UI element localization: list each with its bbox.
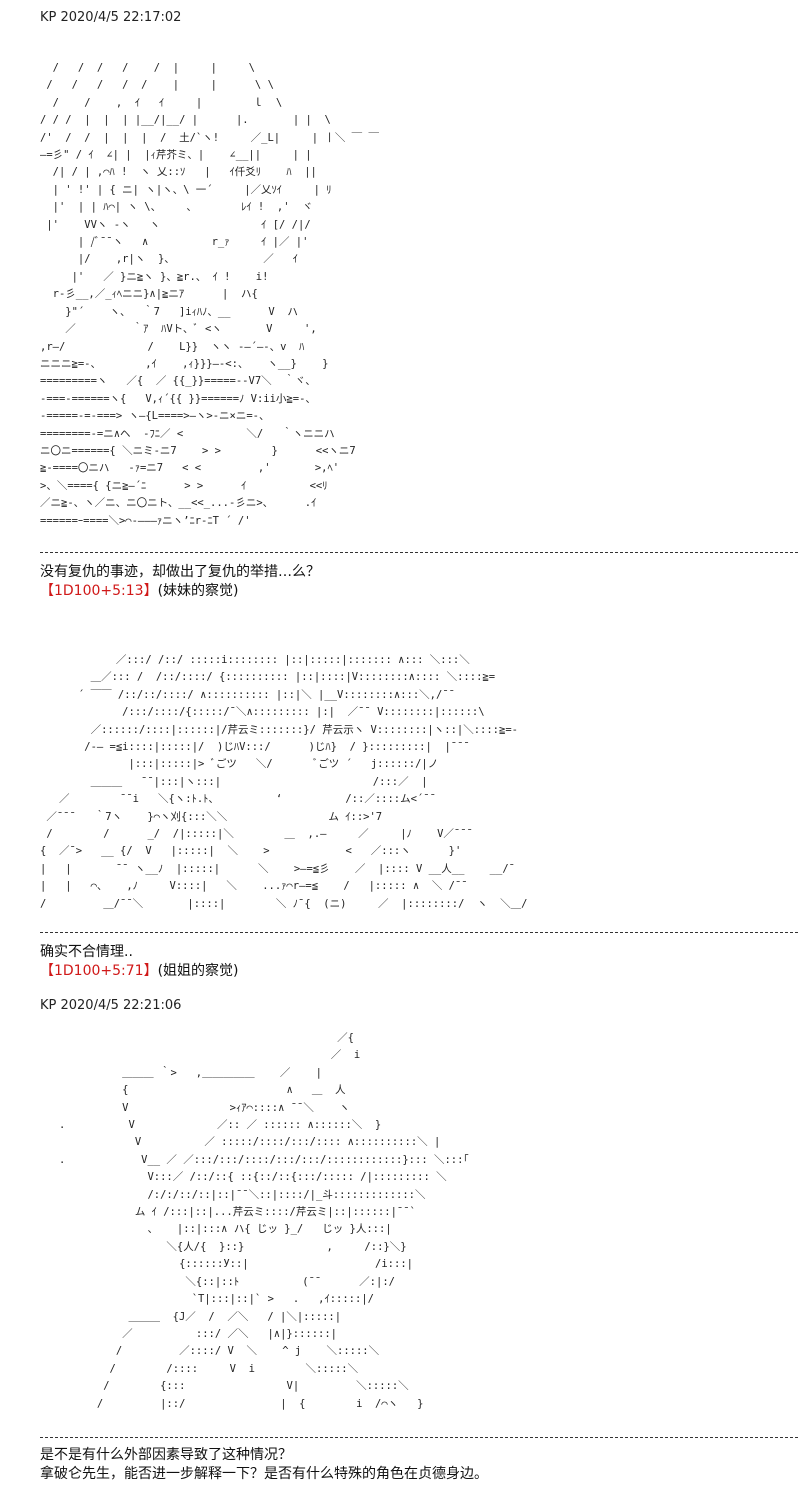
post-text-3-line-1: 是不是有什么外部因素导致了这种情况？	[40, 1447, 292, 1463]
post-header-3: KP 2020/4/5 22:21:06	[40, 998, 182, 1013]
post-text-3-line-2: 拿破仑先生，能否进一步解释一下？是否有什么特殊的角色在贞德身边。	[40, 1466, 488, 1482]
dice-roll-2: 【1D100+5:71】	[40, 963, 158, 979]
post-text-1: 没有复仇的事迹，却做出了复仇的举措…么？	[40, 564, 320, 580]
post-text-2: 确实不合情理..	[40, 944, 133, 960]
dice-note-1: (妹妹的察觉)	[157, 583, 239, 599]
divider-3	[40, 1437, 798, 1438]
ascii-art-1: / / / / / | | \ / / / / / | | \ \ / / , …	[40, 62, 380, 527]
dice-line-1: 【1D100+5:13】(妹妹的察觉)	[40, 582, 239, 600]
post-header-1: KP 2020/4/5 22:17:02	[40, 10, 182, 25]
divider-2	[40, 932, 798, 933]
dice-line-2: 【1D100+5:71】(姐姐的察觉)	[40, 962, 239, 980]
dice-roll-1: 【1D100+5:13】	[40, 583, 158, 599]
divider-1	[40, 552, 798, 553]
ascii-art-2: ／:::/ /::/ :::::i:::::::: |::|:::::|::::…	[40, 654, 528, 910]
dice-note-2: (姐姐的察觉)	[157, 963, 239, 979]
ascii-art-3: ／{ ／ i ＿＿＿ ｀> ,＿＿＿＿＿ ／ | { ∧ ＿ 人 V >ｨｱ⌒:…	[58, 1032, 469, 1410]
